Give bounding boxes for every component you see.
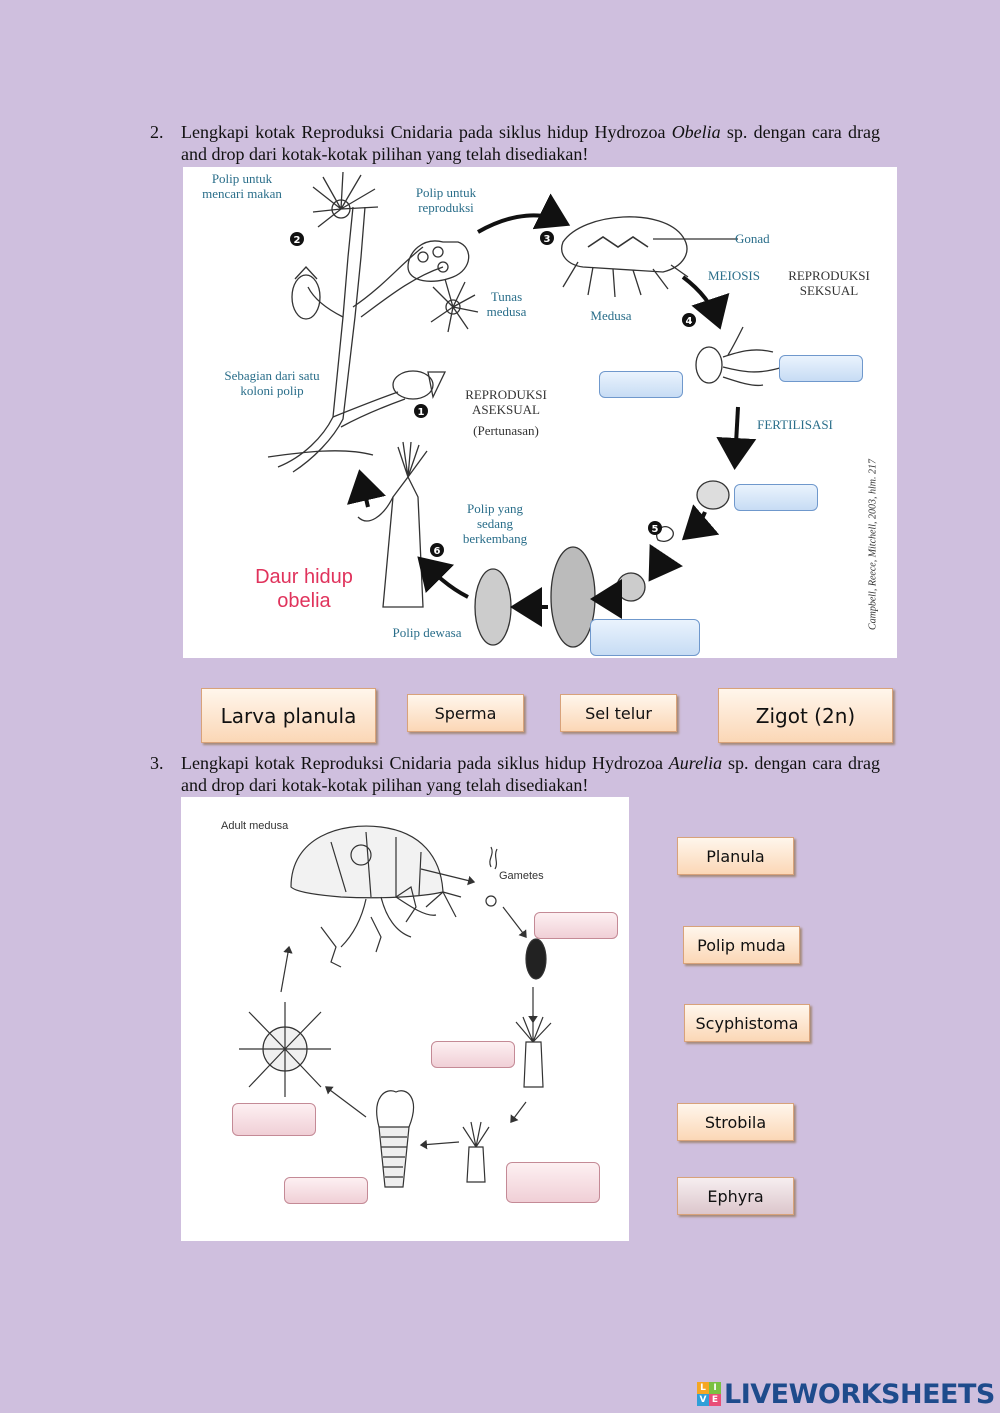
option-chip[interactable]: Larva planula — [201, 688, 376, 743]
drop-zone-7[interactable] — [232, 1103, 316, 1136]
drop-zone-8[interactable] — [506, 1162, 600, 1203]
question-text-part: sp. dengan cara drag and drop dari kotak… — [181, 122, 881, 164]
label-polip-makan: Polip untuk mencari makan — [202, 171, 282, 201]
obelia-drawing: 1 2 3 4 5 6 — [267, 171, 784, 648]
step-number: 4 — [686, 316, 693, 327]
credit-text: Campbell, Reece, Mitchell, 2003, hlm. 21… — [867, 458, 879, 631]
drop-zone-3[interactable] — [734, 484, 818, 511]
logo-mark-letter: V — [697, 1394, 709, 1406]
logo-text: LIVEWORKSHEETS — [724, 1378, 995, 1410]
question-3: 3. Lengkapi kotak Reproduksi Cnidaria pa… — [150, 752, 880, 796]
question-text-part: Lengkapi kotak Reproduksi Cnidaria pada … — [181, 122, 672, 142]
logo-mark-icon: L I V E — [697, 1382, 721, 1406]
step-number: 2 — [294, 235, 301, 246]
label-gonad: Gonad — [735, 231, 770, 246]
label-tunas-medusa: Tunas medusa — [486, 289, 527, 319]
label-fertilisasi: FERTILISASI — [757, 417, 833, 432]
option-chip[interactable]: Sperma — [407, 694, 524, 732]
label-reproduksi-aseksual: REPRODUKSI ASEKSUAL — [465, 387, 547, 417]
obelia-life-cycle-diagram: 1 2 3 4 5 6 Polip untuk mencari makan Po… — [183, 167, 897, 658]
question-number: 3. — [150, 753, 164, 773]
option-chip[interactable]: Zigot (2n) — [718, 688, 893, 743]
option-chip[interactable]: Polip muda — [683, 926, 800, 964]
aurelia-drawing — [239, 825, 552, 1188]
drop-zone-4[interactable] — [590, 619, 700, 656]
question-text-part: Lengkapi kotak Reproduksi Cnidaria pada … — [181, 753, 669, 773]
drop-zone-5[interactable] — [534, 912, 618, 939]
option-chip[interactable]: Strobila — [677, 1103, 794, 1141]
option-chip[interactable]: Planula — [677, 837, 794, 875]
species-name: Obelia — [671, 122, 721, 142]
option-chip[interactable]: Scyphistoma — [684, 1004, 810, 1042]
option-chip[interactable]: Ephyra — [677, 1177, 794, 1215]
species-name: Aurelia — [668, 753, 723, 773]
label-gametes: Gametes — [499, 870, 544, 882]
label-polip-dewasa: Polip dewasa — [392, 625, 462, 640]
logo-mark-letter: I — [709, 1382, 721, 1394]
question-2: 2. Lengkapi kotak Reproduksi Cnidaria pa… — [150, 121, 880, 165]
logo-mark-letter: L — [697, 1382, 709, 1394]
question-text-part: sp. dengan cara drag and drop dari kotak… — [181, 753, 880, 795]
option-chip[interactable]: Sel telur — [560, 694, 677, 732]
step-number: 3 — [544, 234, 551, 245]
drop-zone-9[interactable] — [284, 1177, 368, 1204]
label-reproduksi-seksual: REPRODUKSI SEKSUAL — [788, 268, 870, 298]
drop-zone-6[interactable] — [431, 1041, 515, 1068]
label-pertunasan: (Pertunasan) — [473, 423, 539, 438]
daur-hidup-title: Daur hidup obelia — [255, 566, 353, 612]
label-adult-medusa: Adult medusa — [221, 820, 289, 832]
label-koloni: Sebagian dari satu koloni polip — [224, 368, 320, 398]
label-medusa: Medusa — [590, 308, 632, 323]
label-meiosis: MEIOSIS — [707, 268, 760, 283]
question-text: Lengkapi kotak Reproduksi Cnidaria pada … — [181, 752, 880, 796]
step-number: 1 — [418, 407, 425, 418]
label-polip-reproduksi: Polip untuk reproduksi — [415, 185, 477, 215]
liveworksheets-logo: L I V E LIVEWORKSHEETS — [697, 1378, 995, 1410]
label-polip-berkembang: Polip yang sedang berkembang — [462, 501, 528, 546]
question-number: 2. — [150, 122, 164, 142]
question-text: Lengkapi kotak Reproduksi Cnidaria pada … — [181, 121, 880, 165]
drop-zone-2[interactable] — [779, 355, 863, 382]
logo-mark-letter: E — [709, 1394, 721, 1406]
step-number: 6 — [434, 546, 441, 557]
step-number: 5 — [652, 524, 659, 535]
drop-zone-1[interactable] — [599, 371, 683, 398]
